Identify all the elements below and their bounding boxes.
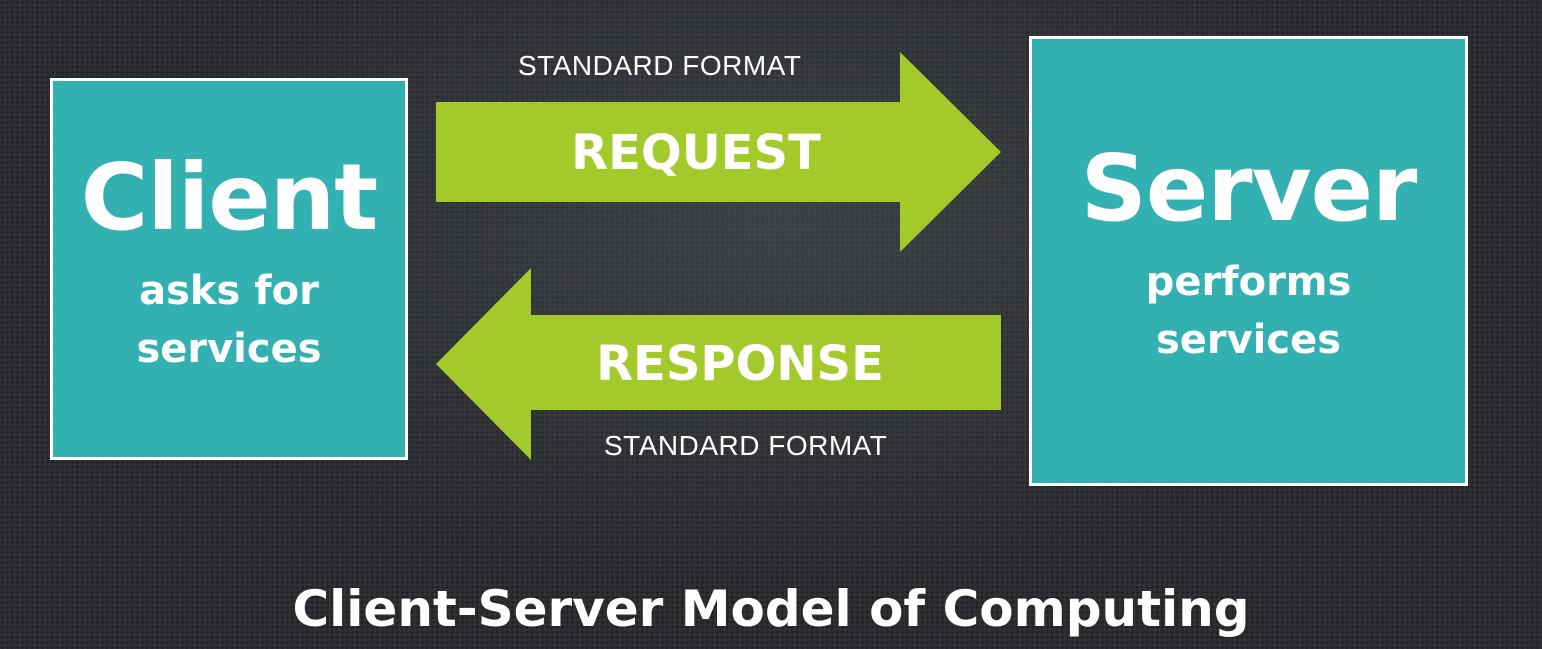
client-description-line2: services bbox=[136, 326, 322, 372]
client-title: Client bbox=[80, 144, 378, 251]
server-description-line2: services bbox=[1155, 317, 1342, 363]
server-title: Server bbox=[1080, 135, 1418, 242]
response-format-label: STANDARD FORMAT bbox=[604, 430, 888, 461]
server-box: Server performs services bbox=[1029, 36, 1468, 486]
request-label: REQUEST bbox=[571, 125, 821, 181]
slide-title: Client-Server Model of Computing bbox=[292, 580, 1250, 638]
server-description-line1: performs bbox=[1145, 259, 1352, 305]
response-label: RESPONSE bbox=[596, 336, 884, 392]
response-arrow bbox=[436, 268, 1001, 460]
request-format-label: STANDARD FORMAT bbox=[518, 50, 802, 81]
client-box: Client asks for services bbox=[50, 78, 408, 460]
request-arrow bbox=[436, 52, 1001, 252]
client-description-line1: asks for bbox=[139, 268, 319, 314]
server-description: performs services bbox=[1146, 253, 1352, 369]
client-description: asks for services bbox=[136, 262, 321, 378]
